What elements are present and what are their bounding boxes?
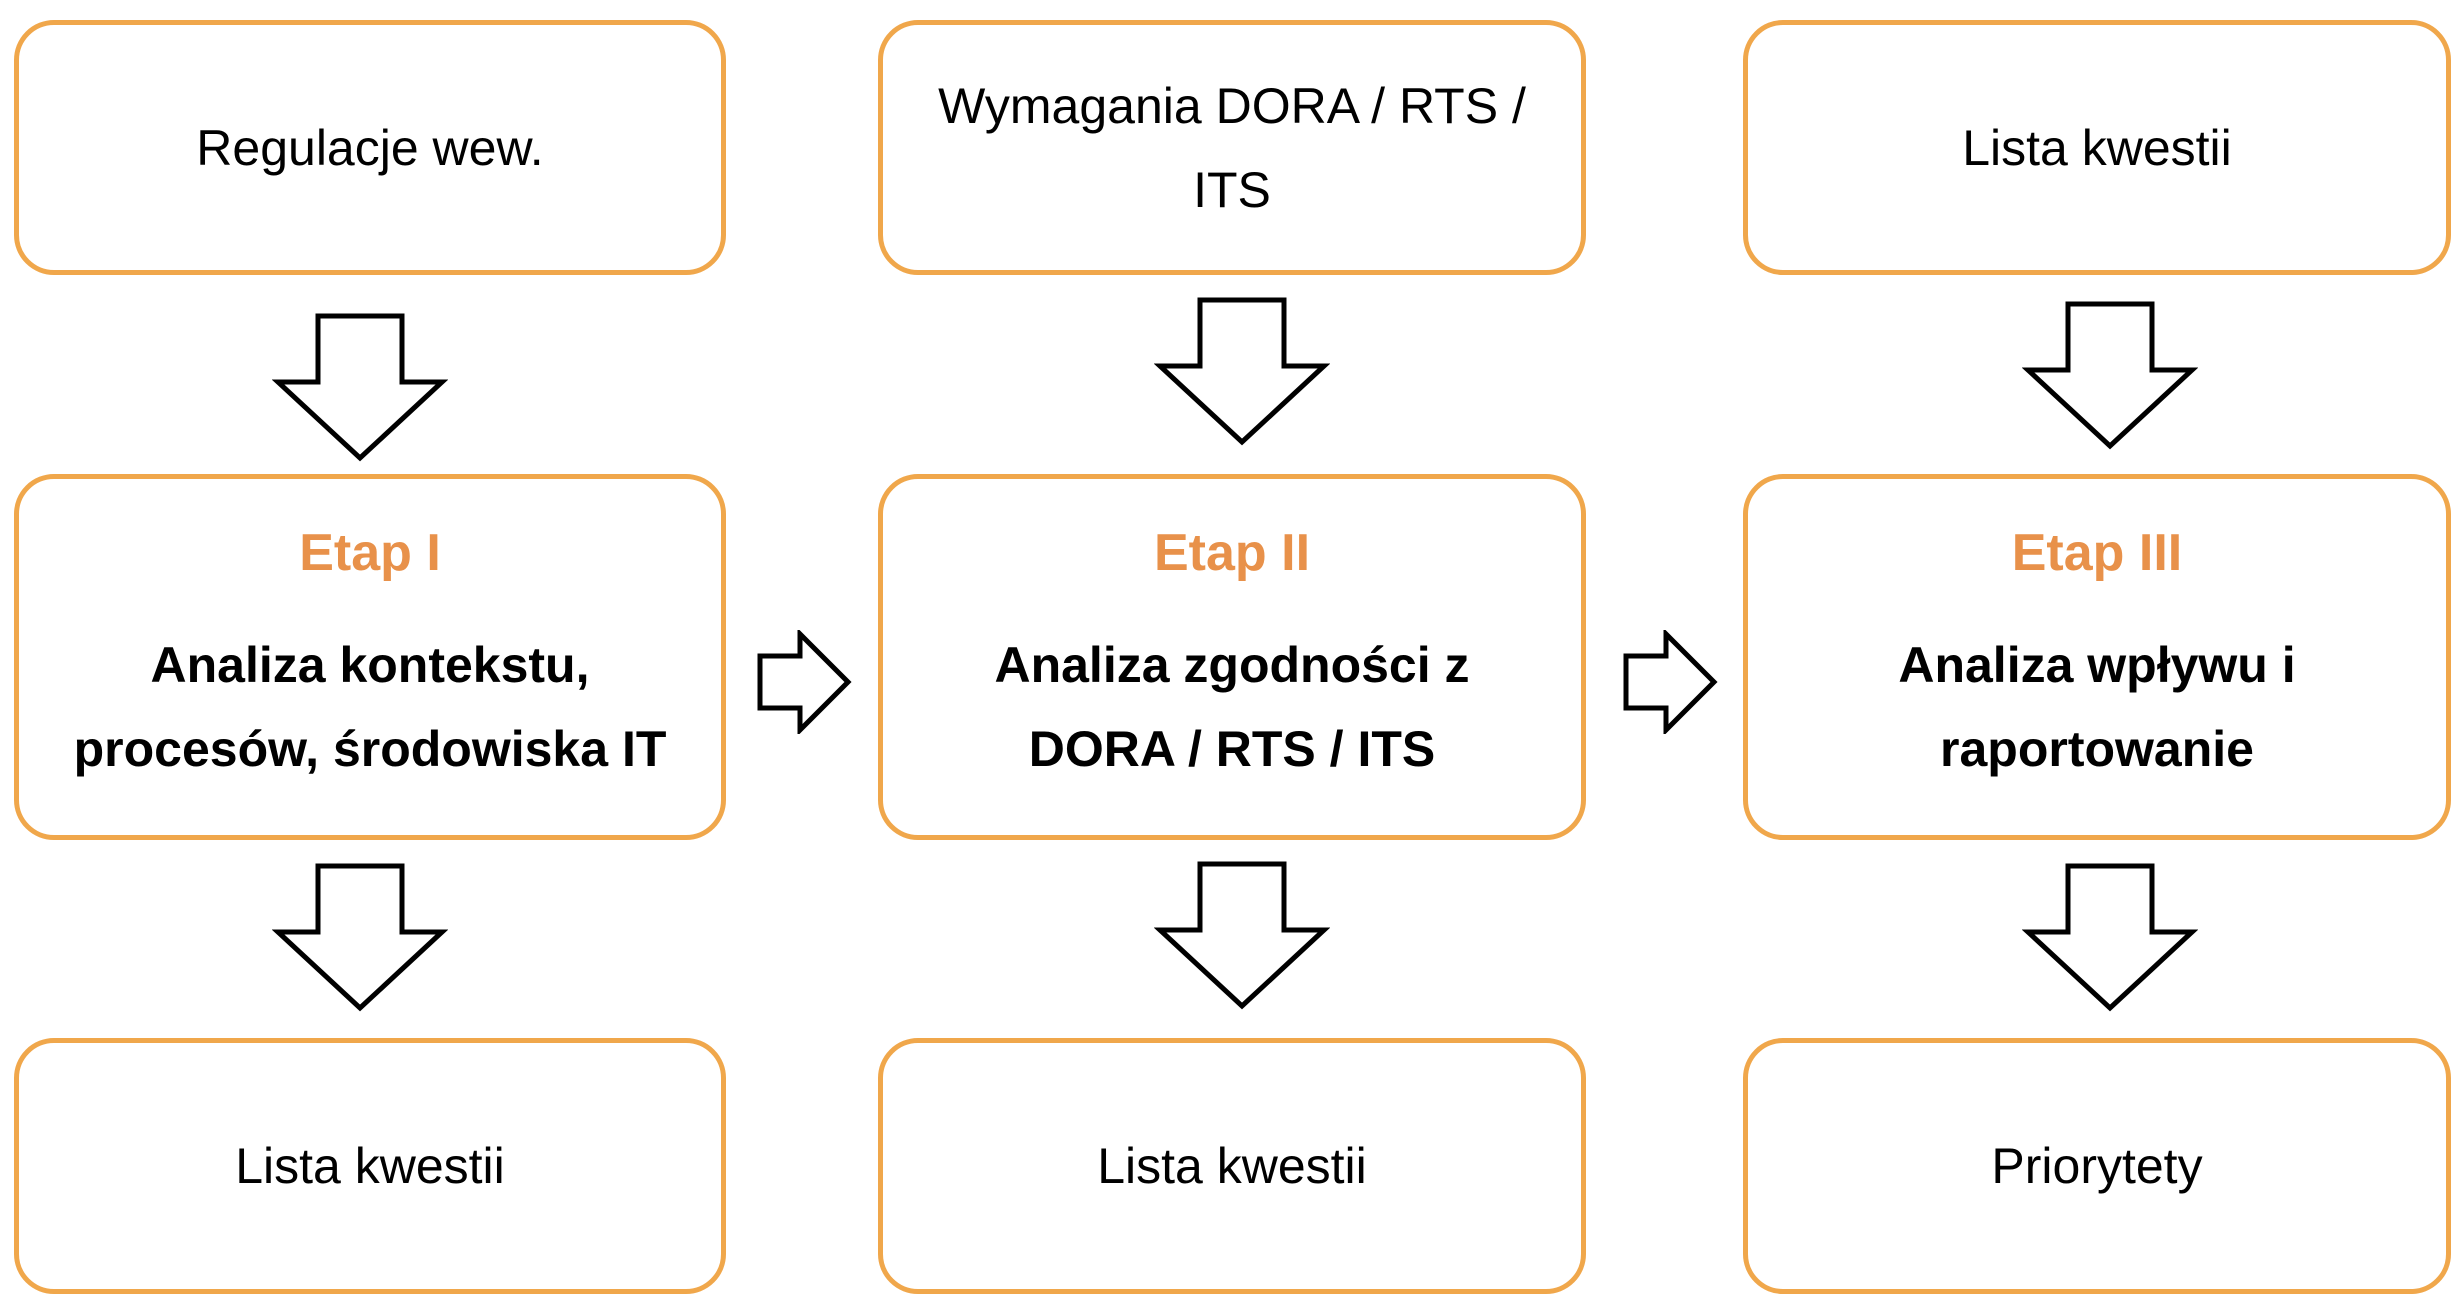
output-box-priorities: Priorytety bbox=[1743, 1038, 2451, 1294]
output-box-issue-list: Lista kwestii bbox=[878, 1038, 1586, 1294]
stage-description-line1: Analiza wpływu i bbox=[1898, 637, 2296, 693]
down-arrow-icon bbox=[272, 313, 448, 462]
input-box-internal-regulations: Regulacje wew. bbox=[14, 20, 726, 275]
right-arrow-icon bbox=[757, 630, 852, 734]
input-label-dora-requirements-line1: Wymagania DORA / RTS / bbox=[938, 77, 1526, 134]
output-label-issue-list: Lista kwestii bbox=[235, 1138, 505, 1194]
stage-description-line2: raportowanie bbox=[1940, 721, 2254, 777]
stage-description-line1: Analiza kontekstu, bbox=[150, 637, 590, 693]
stage-box-1: Etap I Analiza kontekstu, procesów, środ… bbox=[14, 474, 726, 840]
down-arrow-icon bbox=[1154, 297, 1330, 446]
input-label-issue-list: Lista kwestii bbox=[1962, 119, 2232, 176]
stage-box-2: Etap II Analiza zgodności z DORA / RTS /… bbox=[878, 474, 1586, 840]
right-arrow-icon bbox=[1623, 630, 1718, 734]
stage-description-line2: procesów, środowiska IT bbox=[73, 721, 667, 777]
input-box-dora-requirements: Wymagania DORA / RTS / ITS bbox=[878, 20, 1586, 275]
stage-description-line2: DORA / RTS / ITS bbox=[1028, 721, 1436, 777]
stage-description-line1: Analiza zgodności z bbox=[994, 637, 1470, 693]
input-label-internal-regulations: Regulacje wew. bbox=[196, 119, 544, 176]
stage-title: Etap I bbox=[299, 524, 441, 582]
stage-title: Etap III bbox=[2011, 524, 2183, 582]
input-label-dora-requirements-line2: ITS bbox=[1193, 161, 1271, 218]
stage-box-3: Etap III Analiza wpływu i raportowanie bbox=[1743, 474, 2451, 840]
stage-title: Etap II bbox=[1153, 524, 1311, 582]
input-box-issue-list: Lista kwestii bbox=[1743, 20, 2451, 275]
output-box-issue-list: Lista kwestii bbox=[14, 1038, 726, 1294]
output-label-priorities: Priorytety bbox=[1991, 1138, 2203, 1194]
down-arrow-icon bbox=[2022, 863, 2198, 1012]
down-arrow-icon bbox=[2022, 301, 2198, 450]
down-arrow-icon bbox=[272, 863, 448, 1012]
output-label-issue-list: Lista kwestii bbox=[1097, 1138, 1367, 1194]
down-arrow-icon bbox=[1154, 861, 1330, 1010]
